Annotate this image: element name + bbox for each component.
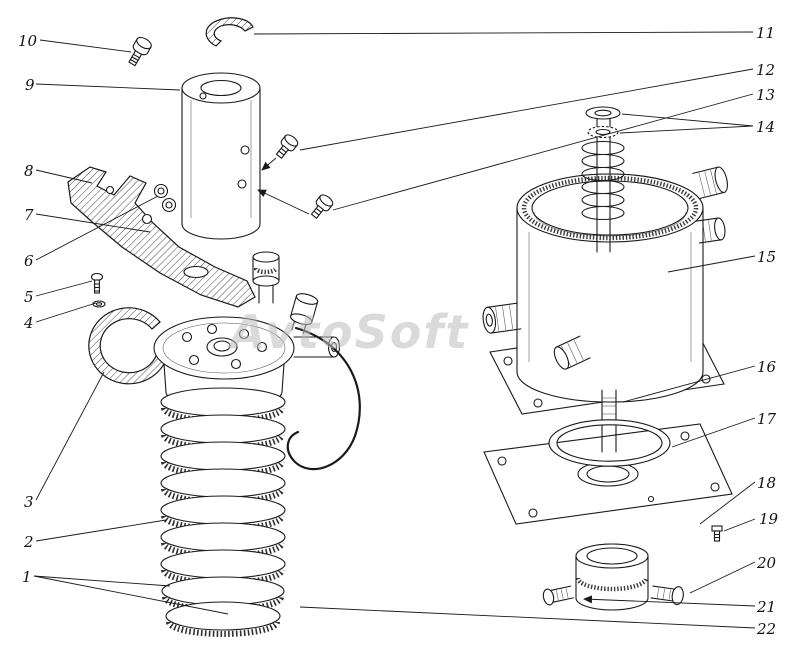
part-center-rod (596, 117, 611, 253)
callout-label-18: 18 (757, 474, 776, 492)
part-clamp-rod (286, 326, 361, 471)
part-12-plug (275, 134, 299, 159)
part-15-cup (482, 166, 728, 403)
part-8-bracket (67, 166, 256, 308)
part-4-washer (92, 300, 106, 308)
leader-line-7 (35, 213, 151, 233)
part-6-washers (153, 183, 177, 213)
part-21-bolt (542, 585, 574, 606)
cup-port-left (482, 302, 522, 334)
part-bottom-fitting (542, 543, 684, 611)
cup-port-upper-right (692, 166, 728, 200)
leader-line-3 (35, 371, 105, 501)
callout-label-3: 3 (24, 493, 34, 511)
part-13-plug (310, 194, 334, 219)
leader-line-9 (35, 83, 181, 91)
leader-line-15 (667, 255, 756, 273)
callout-label-14: 14 (756, 118, 775, 136)
part-14-washers (585, 106, 621, 139)
callout-label-4: 4 (23, 314, 34, 332)
leader-line-4 (35, 302, 97, 323)
leader-line-16 (622, 365, 756, 403)
leader-line-14a (621, 113, 754, 127)
callout-labels: 10 9 8 7 6 5 4 3 2 1 11 12 13 14 15 16 1… (18, 24, 779, 638)
part-1-2-disc-stack (160, 387, 286, 637)
part-10-bolt (128, 36, 152, 67)
callout-label-8: 8 (24, 162, 34, 180)
leader-line-14b (619, 125, 754, 134)
head-port-vertical (252, 251, 280, 304)
leader-line-2 (35, 519, 167, 542)
callout-label-11: 11 (756, 24, 775, 42)
leader-line-17 (671, 417, 756, 448)
part-3-gasket (88, 307, 166, 385)
callout-label-13: 13 (756, 86, 775, 104)
part-9-cylinder (181, 72, 261, 240)
leader-line-6 (35, 195, 159, 261)
leader-line-19 (723, 518, 756, 532)
leader-line-20 (689, 561, 756, 594)
callout-label-16: 16 (757, 358, 777, 376)
callout-label-21: 21 (756, 598, 776, 616)
part-spring (581, 140, 625, 221)
leader-line-13 (332, 93, 754, 211)
part-5-screw (90, 272, 104, 294)
watermark: AvtoSoft (227, 305, 469, 359)
callout-label-20: 20 (756, 554, 777, 572)
leader-line-1b (33, 575, 229, 615)
callout-label-17: 17 (757, 410, 777, 428)
part-19-bolt (711, 525, 723, 542)
leader-line-11 (253, 31, 754, 35)
callout-label-10: 10 (18, 32, 38, 50)
leader-line-21 (583, 595, 756, 607)
callout-label-22: 22 (756, 620, 776, 638)
callout-label-5: 5 (24, 288, 34, 306)
callout-label-12: 12 (756, 61, 775, 79)
callout-label-7: 7 (24, 206, 34, 224)
part-plate-lower (483, 423, 733, 525)
leader-line-1a (33, 575, 171, 587)
callout-label-9: 9 (25, 76, 35, 94)
part-20-bolt (650, 585, 684, 606)
leader-line-12 (299, 68, 754, 151)
cup-port-lower-left (553, 335, 591, 370)
callout-label-19: 19 (759, 510, 779, 528)
callout-label-2: 2 (23, 533, 34, 551)
head-port-angled (290, 293, 319, 334)
arrow-to-lower-hole (257, 189, 310, 215)
part-17-ring (548, 419, 671, 467)
callout-label-6: 6 (24, 252, 34, 270)
leader-line-18 (699, 481, 756, 525)
right-assembly (205, 17, 733, 611)
leader-lines (33, 31, 756, 629)
leader-line-22 (299, 606, 756, 629)
part-11-clip (205, 17, 254, 47)
callout-label-15: 15 (757, 248, 776, 266)
cup-port-lower-right (695, 217, 726, 244)
arrow-to-upper-hole (261, 157, 277, 171)
leader-line-8 (35, 169, 93, 184)
leader-line-10 (39, 39, 132, 53)
callout-label-1: 1 (22, 568, 32, 586)
left-assembly (67, 36, 361, 637)
leader-line-5 (35, 280, 93, 297)
